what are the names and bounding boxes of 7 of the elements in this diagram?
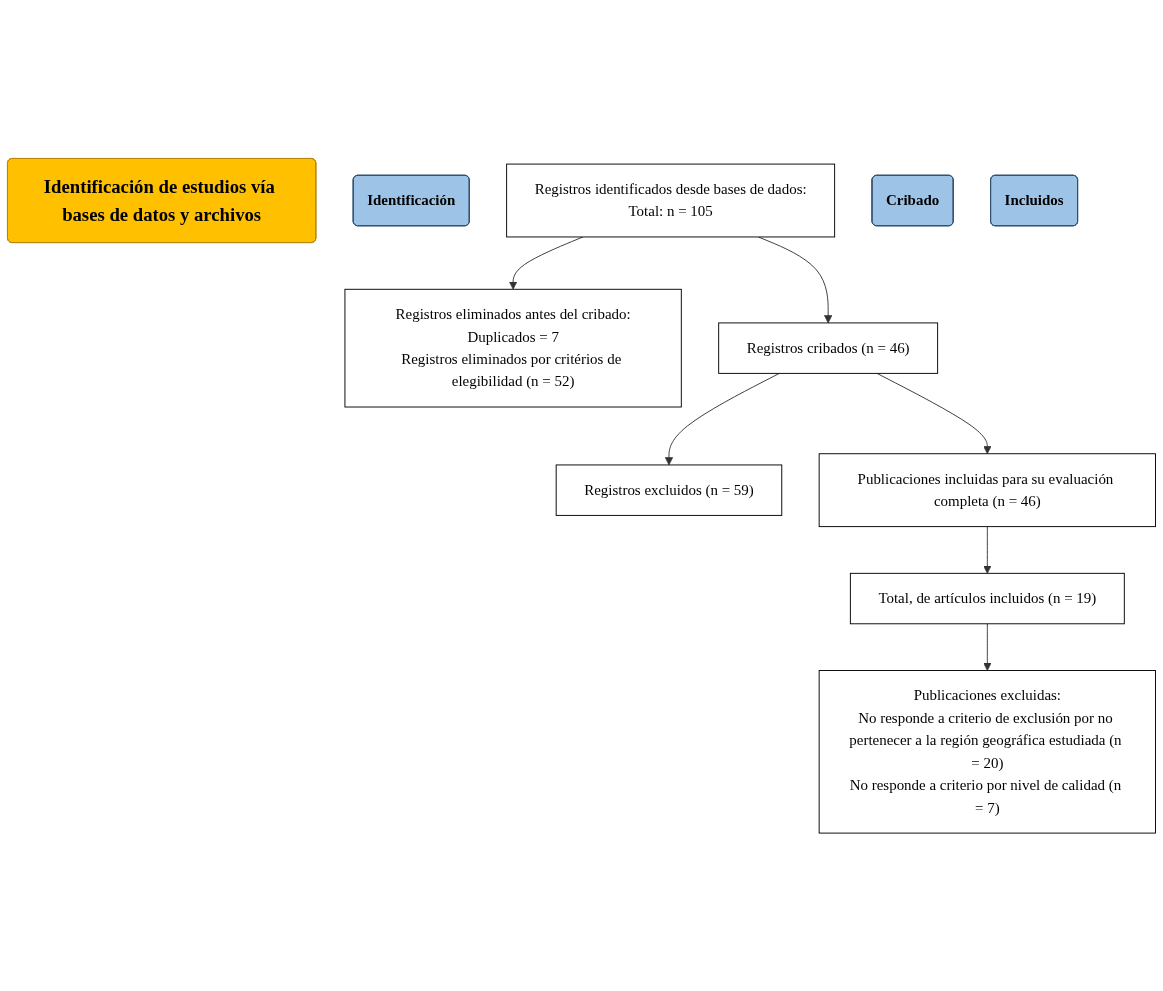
node-box: Registros cribados (n = 46) bbox=[718, 322, 939, 374]
node-box: Total, de artículos incluidos (n = 19) bbox=[849, 572, 1125, 624]
node-box: Publicaciones excluidas: No responde a criterio de exclusión por no pertenecer a la región geográfica estudiada (n = 20) No responde a criterio por nivel de calidad (n = 7) bbox=[818, 669, 1156, 834]
node-box: Registros excluidos (n = 59) bbox=[555, 464, 783, 516]
node-box: Registros eliminados antes del cribado: Duplicados = 7 Registros eliminados por critérios de elegibilidad (n = 52) bbox=[344, 288, 682, 408]
node-box: Publicaciones incluidas para su evaluación completa (n = 46) bbox=[818, 453, 1156, 527]
node-box: Registros identificados desde bases de dados: Total: n = 105 bbox=[506, 163, 836, 238]
